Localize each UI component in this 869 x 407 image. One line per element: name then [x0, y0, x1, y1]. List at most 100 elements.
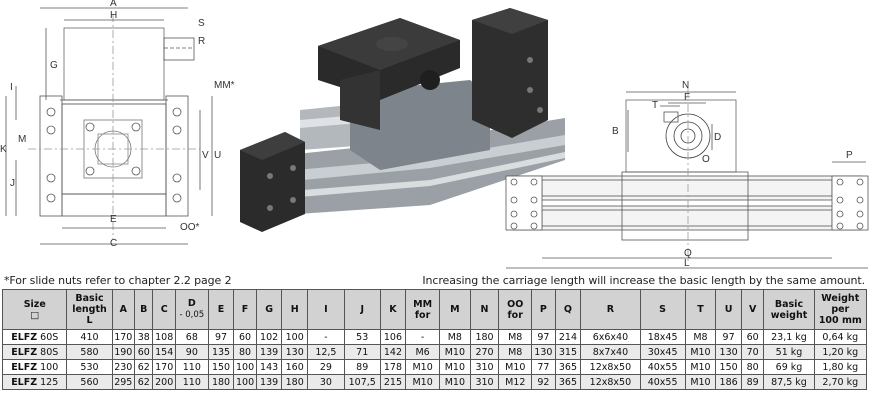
- header-line: G: [265, 304, 273, 315]
- table-cell: 310: [469, 359, 500, 375]
- table-cell: 89: [343, 359, 381, 375]
- model-name: ELFZ: [11, 376, 38, 388]
- header-line: H: [290, 304, 299, 315]
- size-value: 100: [40, 361, 59, 373]
- table-cell: M8: [498, 329, 533, 345]
- table-cell: 60: [233, 329, 257, 345]
- column-header-h: H: [281, 289, 308, 330]
- table-cell: M10: [439, 344, 471, 360]
- svg-text:S: S: [198, 18, 205, 29]
- table-cell: 0,64 kg: [813, 329, 868, 345]
- table-cell: 89: [740, 374, 765, 390]
- header-line: P: [539, 304, 547, 315]
- column-header-v: V: [740, 289, 765, 330]
- table-cell: 108: [152, 329, 176, 345]
- table-cell: M10: [498, 359, 533, 375]
- carriage-length-note: Increasing the carriage length will incr…: [422, 274, 865, 287]
- end-view-labels: A H S R G I MM* M K J V U E C OO*: [0, 0, 235, 249]
- table-cell: 30x45: [639, 344, 686, 360]
- table-cell: 77: [531, 359, 556, 375]
- table-cell: 215: [379, 374, 407, 390]
- table-cell: M10: [684, 344, 717, 360]
- header-line: S: [659, 304, 667, 315]
- table-cell: 106: [379, 329, 407, 345]
- svg-text:F: F: [684, 92, 690, 103]
- table-cell: 29: [306, 359, 345, 375]
- header-line: 100 mm: [818, 315, 862, 326]
- table-cell: 200: [152, 374, 176, 390]
- table-cell: M10: [405, 374, 440, 390]
- table-cell: 170: [152, 359, 176, 375]
- header-line: Basic: [774, 298, 804, 310]
- size-cell: ELFZ 60S: [1, 329, 68, 345]
- table-cell: 51 kg: [763, 344, 815, 360]
- column-header-c: C: [152, 289, 176, 330]
- svg-text:A: A: [110, 0, 117, 9]
- svg-text:C: C: [110, 238, 117, 249]
- table-cell: 270: [469, 344, 500, 360]
- header-line: Size: [23, 298, 46, 310]
- table-cell: 186: [715, 374, 742, 390]
- svg-text:G: G: [50, 60, 58, 71]
- table-cell: 214: [554, 329, 582, 345]
- svg-text:Q: Q: [684, 248, 692, 259]
- header-line: OO: [507, 298, 524, 310]
- table-cell: M10: [439, 374, 471, 390]
- header-line: Q: [563, 304, 572, 315]
- table-cell: 80: [233, 344, 257, 360]
- svg-text:R: R: [198, 36, 205, 47]
- model-name: ELFZ: [11, 346, 38, 358]
- svg-text:P: P: [846, 150, 853, 161]
- table-cell: 295: [111, 374, 136, 390]
- svg-text:L: L: [684, 258, 690, 269]
- column-header-m: M: [439, 289, 471, 330]
- column-header-d: D- 0,05: [174, 289, 209, 330]
- table-cell: 530: [66, 359, 113, 375]
- header-line: Weight: [821, 293, 860, 304]
- header-line: I: [324, 304, 328, 315]
- table-cell: 139: [255, 374, 283, 390]
- svg-text:V: V: [202, 150, 209, 161]
- table-cell: 190: [111, 344, 136, 360]
- model-name: ELFZ: [11, 331, 38, 343]
- table-cell: M10: [684, 359, 717, 375]
- table-cell: 6x6x40: [580, 329, 641, 345]
- linear-module-render: [240, 8, 565, 232]
- header-line: T: [697, 304, 704, 315]
- table-cell: M12: [498, 374, 533, 390]
- size-value: 125: [40, 376, 59, 388]
- column-header-s: S: [639, 289, 686, 330]
- table-cell: 62: [134, 374, 154, 390]
- table-cell: 62: [134, 359, 154, 375]
- header-line: E: [217, 304, 225, 315]
- svg-text:MM*: MM*: [214, 80, 235, 91]
- header-line: L: [86, 315, 93, 326]
- table-cell: 97: [531, 329, 556, 345]
- table-cell: -: [405, 329, 440, 345]
- table-cell: 70: [740, 344, 765, 360]
- table-cell: 102: [255, 329, 283, 345]
- table-cell: 68: [174, 329, 209, 345]
- header-line: C: [160, 304, 168, 315]
- table-cell: 150: [715, 359, 742, 375]
- table-cell: 8x7x40: [580, 344, 641, 360]
- table-cell: 80: [740, 359, 765, 375]
- table-cell: 142: [379, 344, 407, 360]
- table-cell: 107,5: [343, 374, 381, 390]
- header-line: J: [360, 304, 364, 315]
- svg-text:B: B: [612, 126, 619, 137]
- svg-text:I: I: [10, 82, 13, 93]
- table-cell: 12x8x50: [580, 359, 641, 375]
- header-line: B: [140, 304, 148, 315]
- header-line: F: [241, 304, 249, 315]
- column-header-i: I: [306, 289, 345, 330]
- header-line: □: [30, 309, 40, 321]
- table-cell: 170: [111, 329, 136, 345]
- table-cell: 180: [469, 329, 500, 345]
- size-cell: ELFZ 125: [1, 374, 68, 390]
- svg-text:H: H: [110, 10, 117, 21]
